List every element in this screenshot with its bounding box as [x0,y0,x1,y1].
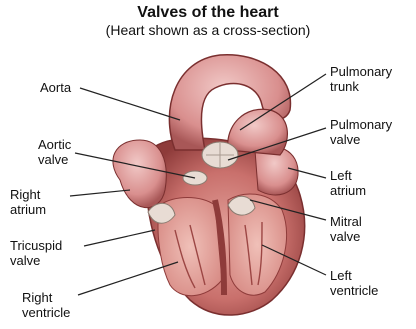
label-pulmonary-valve: Pulmonary valve [330,117,392,147]
label-mitral-valve: Mitral valve [330,214,362,244]
label-right-ventricle: Right ventricle [22,290,70,320]
label-aortic-valve: Aortic valve [38,137,71,167]
label-right-atrium: Right atrium [10,187,46,217]
label-aorta: Aorta [40,80,71,95]
label-tricuspid-valve: Tricuspid valve [10,238,62,268]
label-left-atrium: Left atrium [330,168,366,198]
label-pulmonary-trunk: Pulmonary trunk [330,64,392,94]
label-left-ventricle: Left ventricle [330,268,378,298]
right-atrium-shape [113,140,166,208]
pulmonary-trunk-shape [228,109,288,155]
